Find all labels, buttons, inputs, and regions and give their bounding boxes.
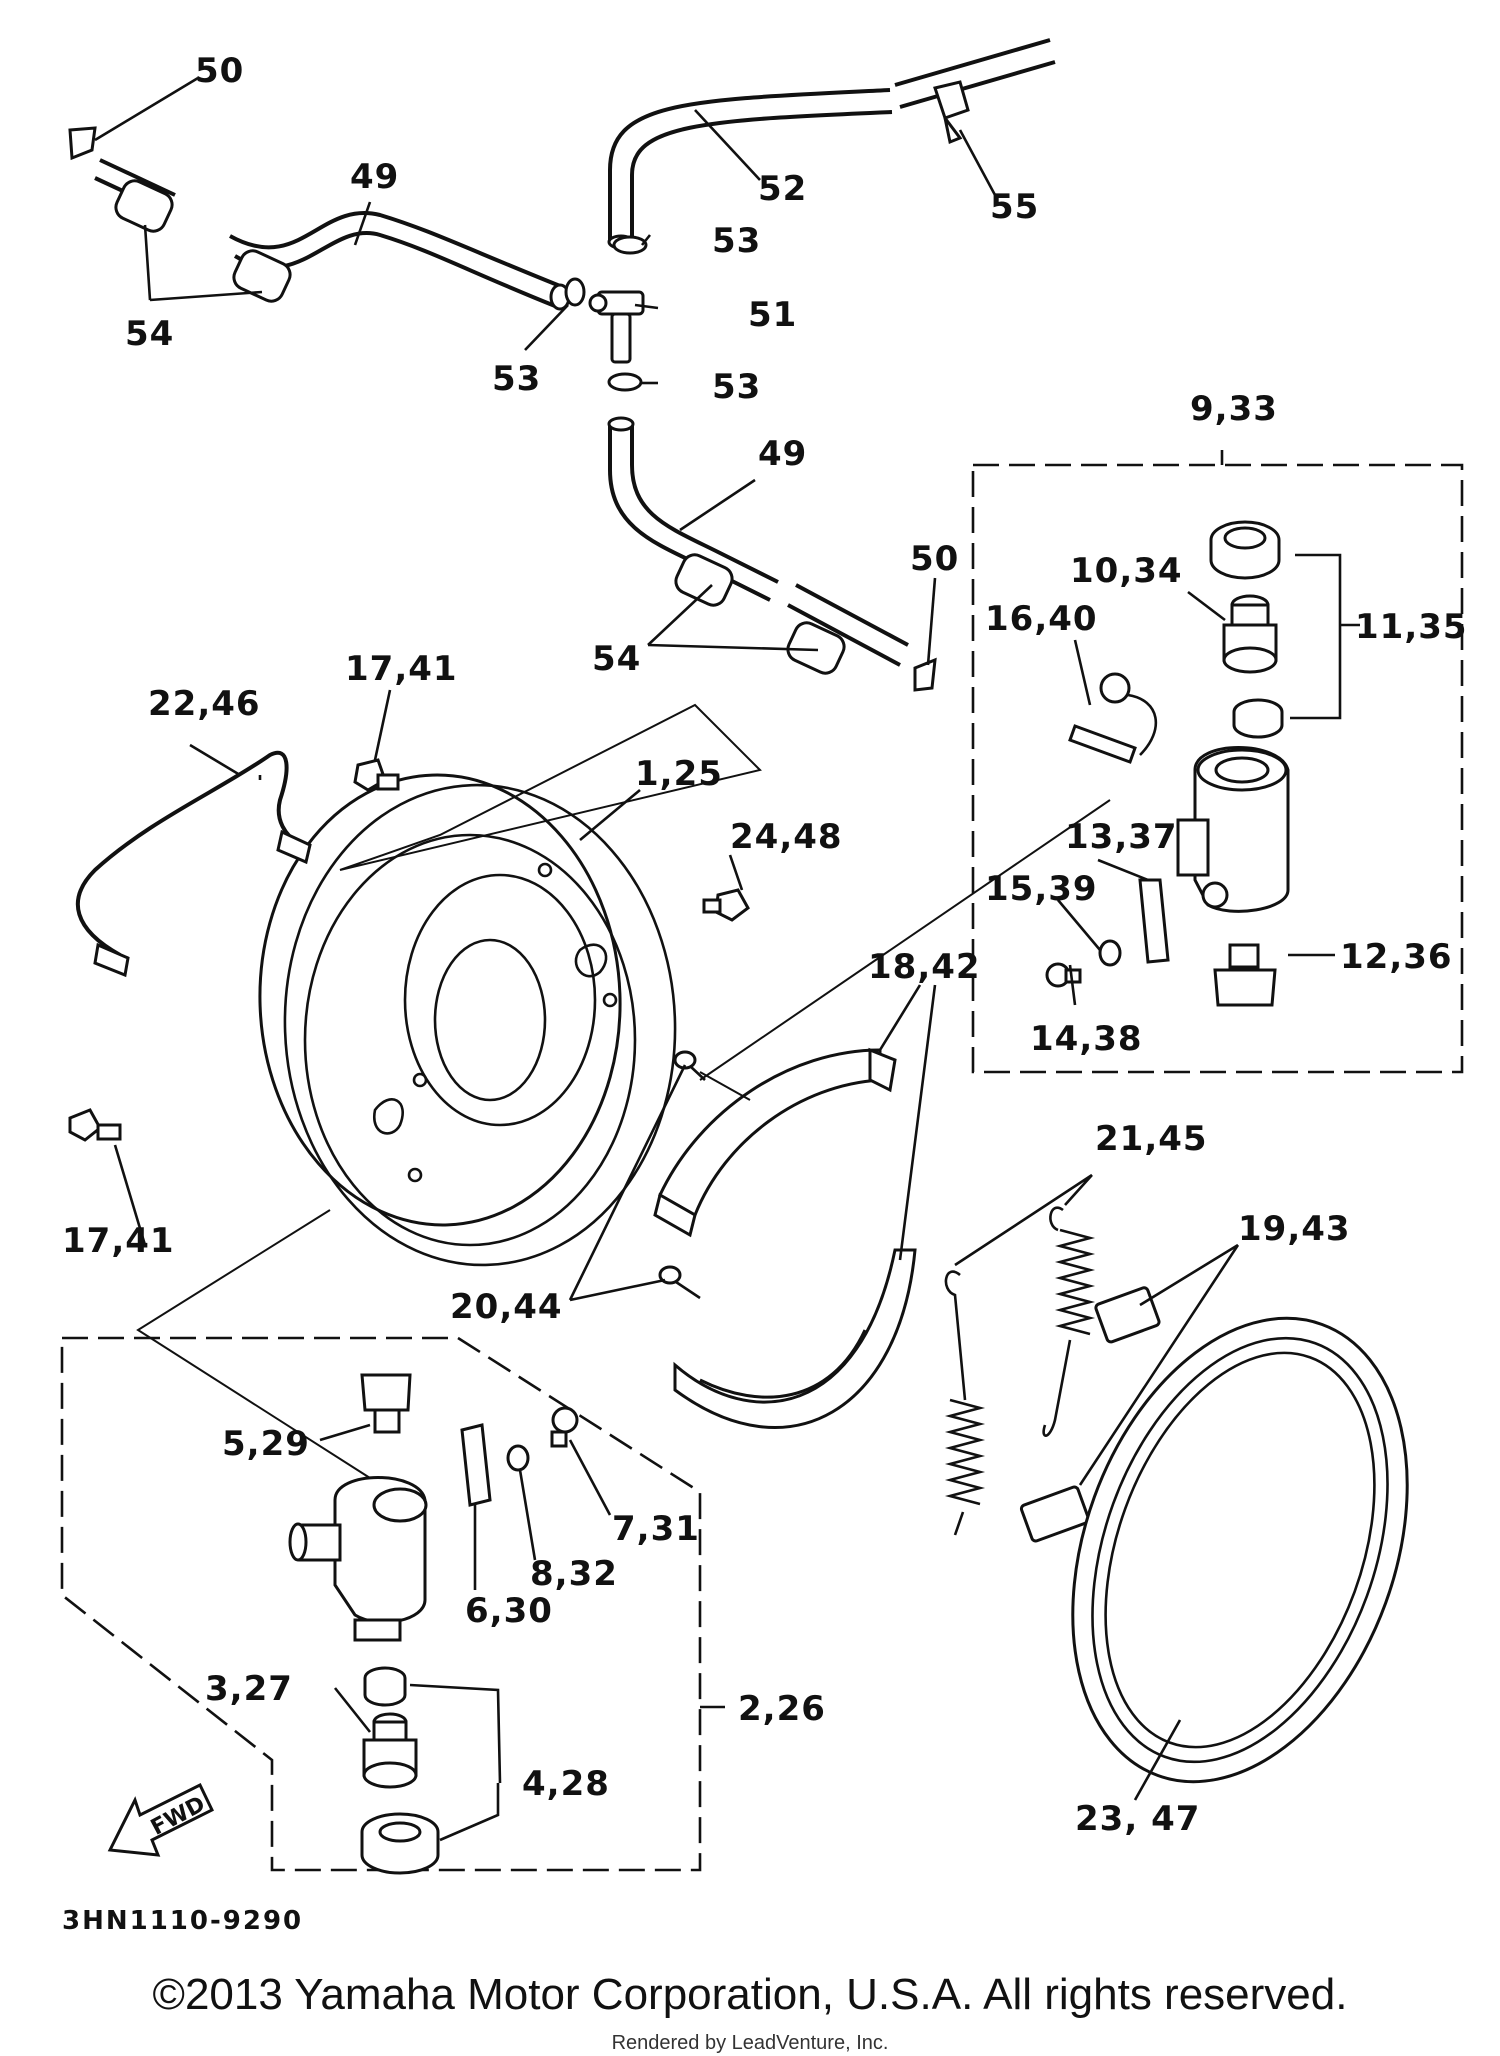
wheel-cylinder-body-left	[288, 1476, 428, 1642]
brake-hose-joint-51	[588, 290, 645, 364]
pin-20-44	[658, 1050, 706, 1300]
label-50: 50	[195, 51, 244, 91]
label-18-42: 18,42	[868, 947, 981, 987]
label-24-48: 24,48	[730, 817, 843, 857]
brake-shoe-18-42-upper	[653, 1047, 897, 1238]
adjuster-12-36	[1213, 943, 1277, 1007]
diagram-code: 3HN1110-9290	[62, 1906, 304, 1936]
label-13-37: 13,37	[1065, 817, 1178, 857]
label-5-29: 5,29	[222, 1424, 310, 1464]
label-49: 49	[758, 434, 807, 474]
label-10-34: 10,34	[1070, 551, 1183, 591]
label-12-36: 12,36	[1340, 937, 1453, 977]
label-53: 53	[712, 221, 761, 261]
label-3-27: 3,27	[205, 1669, 293, 1709]
wheel-cylinder-body-right	[1176, 746, 1290, 913]
label-54: 54	[592, 639, 641, 679]
hose-protector-54-lower	[674, 553, 846, 675]
brake-backing-plate-1-25	[258, 773, 677, 1267]
brake-shoe-18-42-lower	[673, 1248, 917, 1429]
label-16-40: 16,40	[985, 599, 1098, 639]
return-spring-21-45	[944, 1206, 1096, 1536]
bolt-17-41-lower	[68, 1108, 122, 1142]
label-55: 55	[990, 187, 1039, 227]
label-9-33: 9,33	[1190, 389, 1278, 429]
bolt-24-48	[702, 888, 750, 922]
wheel-cylinder-assy-2-26-group	[60, 1336, 725, 1872]
callout-labels: 50 49 54 52 55 53 53 51 53 49 9,33 10,34…	[62, 51, 1468, 1839]
spacer-19-43	[1019, 1286, 1161, 1543]
label-53: 53	[712, 367, 761, 407]
label-6-30: 6,30	[465, 1591, 553, 1631]
label-4-28: 4,28	[522, 1764, 610, 1804]
clamp-55	[933, 80, 970, 145]
bleeder-screw-16-40	[1068, 672, 1158, 764]
brake-hose-49-upper	[94, 158, 571, 311]
hose-protector-54-upper	[114, 179, 292, 303]
plate-6-30	[460, 1423, 492, 1507]
label-21-45: 21,45	[1095, 1119, 1208, 1159]
label-17-41: 17,41	[62, 1221, 175, 1261]
label-22-46: 22,46	[148, 684, 261, 724]
washer-15-39	[1098, 939, 1122, 967]
label-11-35: 11,35	[1355, 607, 1468, 647]
label-53: 53	[492, 359, 541, 399]
label-8-32: 8,32	[530, 1554, 618, 1594]
label-1-25: 1,25	[635, 754, 723, 794]
screw-7-31	[550, 1406, 579, 1448]
label-19-43: 19,43	[1238, 1209, 1351, 1249]
copyright-notice: ©2013 Yamaha Motor Corporation, U.S.A. A…	[152, 1970, 1348, 2019]
clamp-50-lower	[913, 657, 937, 692]
label-52: 52	[758, 169, 807, 209]
label-20-44: 20,44	[450, 1287, 563, 1327]
label-14-38: 14,38	[1030, 1019, 1143, 1059]
label-17-41: 17,41	[345, 649, 458, 689]
piston-3-27	[362, 1712, 418, 1789]
label-51: 51	[748, 295, 797, 335]
screw-14-38	[1045, 962, 1082, 988]
label-50: 50	[910, 539, 959, 579]
plate-13-37	[1138, 878, 1170, 964]
piston-10-34	[1222, 594, 1278, 674]
cylinder-cup-4-28	[360, 1666, 440, 1875]
clamp-50-upper	[68, 126, 97, 161]
label-23-47: 23, 47	[1075, 1799, 1200, 1839]
label-49: 49	[350, 157, 399, 197]
cylinder-cup-11-35	[1209, 520, 1284, 739]
brake-hose-52	[607, 38, 1056, 250]
label-54: 54	[125, 314, 174, 354]
fwd-arrow-icon: FWD	[107, 1782, 214, 1857]
label-15-39: 15,39	[985, 869, 1098, 909]
leader-lines	[94, 76, 1360, 1842]
washer-8-32	[506, 1444, 530, 1472]
rendered-by-notice: Rendered by LeadVenture, Inc.	[611, 2032, 889, 2054]
brake-pipe-22-46	[75, 750, 312, 978]
label-2-26: 2,26	[738, 1689, 826, 1729]
wheel-cylinder-assy-9-33-group	[971, 450, 1464, 1074]
adjuster-5-29	[360, 1373, 412, 1434]
seal-23-47	[1071, 1316, 1409, 1784]
label-7-31: 7,31	[612, 1509, 700, 1549]
gasket-53	[564, 235, 648, 392]
bolt-17-41-upper	[353, 758, 400, 792]
